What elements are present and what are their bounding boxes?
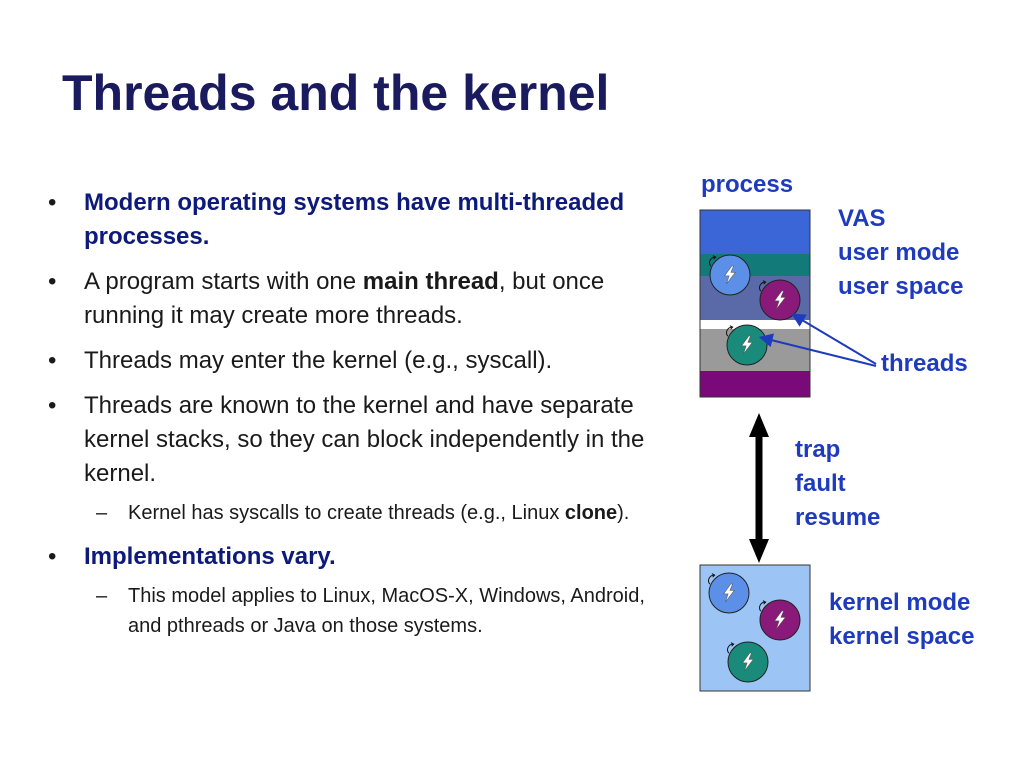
kernel-mode-label: kernel mode [829,589,971,616]
thread-icon [759,279,801,321]
bullet-item: • A program starts with one main thread,… [40,265,660,333]
thread-icon [727,641,769,683]
vas-label: VAS [838,205,886,232]
bullet-text: Modern operating systems have multi-thre… [84,189,625,250]
bullet-dot: • [48,543,57,570]
vas-band-white [700,320,810,329]
bullet-item: • Implementations vary. [40,540,660,574]
bullet-text: A program starts with one [84,268,363,295]
bullet-dot: • [48,392,57,419]
bullet-dot: • [48,189,57,216]
resume-label: resume [795,504,881,531]
sub-bullet-dash: – [96,585,108,607]
sub-bullet-text: ). [617,502,630,524]
sub-bullet-text: This model applies to Linux, MacOS-X, Wi… [128,585,645,637]
mode-transition-arrow [749,413,769,563]
process-outline [699,209,811,398]
bullet-item: • Threads are known to the kernel and ha… [40,389,660,491]
sub-bullet-dash: – [96,502,108,524]
bullet-text: Threads may enter the kernel (e.g., sysc… [84,347,553,374]
transition-arrowhead-up [749,413,769,437]
bullet-dot: • [48,268,57,295]
thread-icon [708,572,750,614]
kernel-space-label: kernel space [829,623,975,650]
bullet-text-bold: main thread [362,268,499,295]
sub-bullet-item: – Kernel has syscalls to create threads … [40,498,660,528]
thread-icon [726,324,768,366]
threads-pointer-lower [758,333,877,367]
threads-pointer-upper [791,313,877,365]
thread-icon [709,254,751,296]
trap-label: trap [795,436,841,463]
vas-band-blue [700,210,810,254]
bullet-item: • Threads may enter the kernel (e.g., sy… [40,344,660,378]
sub-bullet-text: Kernel has syscalls to create threads (e… [128,502,565,524]
bullet-dot: • [48,347,57,374]
bullet-text: , but once running it may create more th… [84,268,605,329]
user-space-label: user space [838,273,964,300]
bullet-text: Implementations vary. [84,543,336,570]
bullet-text: Threads are known to the kernel and have… [84,392,645,487]
fault-label: fault [795,470,846,497]
vas-band-purple [700,371,810,397]
user-mode-label: user mode [838,239,960,266]
transition-arrowhead-down [749,539,769,563]
threads-label: threads [881,350,968,377]
slide-title: Threads and the kernel [62,65,610,121]
thread-icon [759,599,801,641]
sub-bullet-text-bold: clone [564,502,618,524]
sub-bullet-item: – This model applies to Linux, MacOS-X, … [40,581,660,641]
process-label: process [701,171,794,198]
bullet-list: • Modern operating systems have multi-th… [40,186,660,653]
bullet-item: • Modern operating systems have multi-th… [40,186,660,254]
